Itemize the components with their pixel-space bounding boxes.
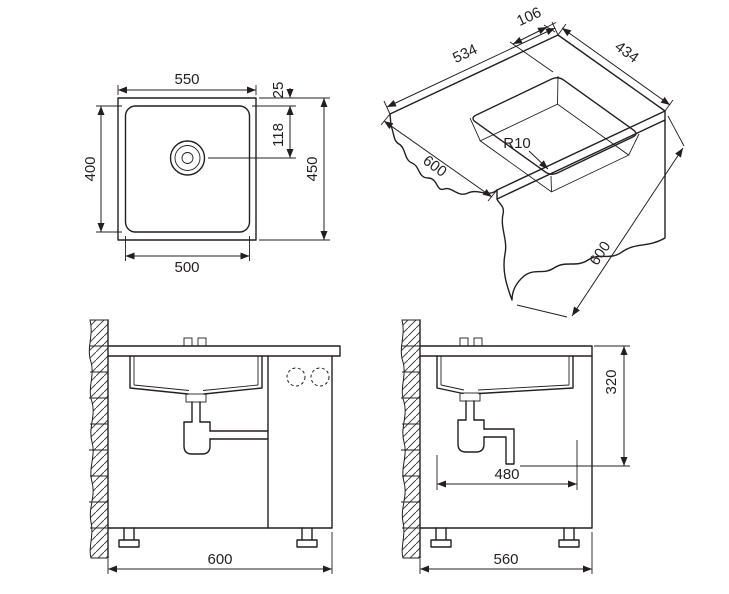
dim-overall-width: 550 xyxy=(117,71,257,95)
wall-hatch xyxy=(88,319,109,559)
dim-bowl-width-label: 500 xyxy=(174,259,199,276)
worktop-section xyxy=(107,345,341,357)
sink-basin-section xyxy=(129,355,263,403)
dim-bowl-height-label: 400 xyxy=(82,156,99,181)
dim-install-height: 320 xyxy=(520,345,630,467)
wall-hatch-2 xyxy=(400,319,421,559)
top-view: 550 25 118 450 400 500 xyxy=(82,71,330,276)
dim-overall-height: 450 xyxy=(259,97,330,241)
dim-corner-radius-label: R10 xyxy=(503,135,531,152)
dim-corner-radius: R10 xyxy=(503,135,549,170)
front-section-view: 600 xyxy=(88,319,341,574)
dim-install-height-label: 320 xyxy=(603,369,620,394)
drain-trap-2 xyxy=(457,400,515,465)
wall-courses-2 xyxy=(401,345,420,529)
dim-cutout-width-label: 434 xyxy=(612,38,642,66)
dim-cutout-length-label: 534 xyxy=(450,41,480,67)
dim-side-cabinet-width: 560 xyxy=(419,532,593,574)
dim-inner-width: 480 xyxy=(436,440,578,490)
sink-basin-section-2 xyxy=(436,355,574,402)
dim-overall-width-label: 550 xyxy=(174,71,199,88)
sink-outer-rect xyxy=(117,97,257,241)
knob-positions xyxy=(286,367,330,387)
dim-edge-offset-label: 106 xyxy=(514,4,544,30)
isometric-view: R10 106 534 434 600 600 xyxy=(380,4,685,318)
dim-front-cabinet-width: 600 xyxy=(107,532,333,574)
dim-bowl-width: 500 xyxy=(125,236,250,276)
sink-bowl-outline xyxy=(124,105,251,233)
drain-trap xyxy=(183,401,269,455)
sink-fittings xyxy=(183,337,207,347)
cabinet-feet xyxy=(118,527,318,548)
dim-drain-offset-label: 118 xyxy=(270,123,287,147)
dim-inner-width-label: 480 xyxy=(494,466,519,483)
dim-rim-top-label: 25 xyxy=(270,82,287,99)
dim-side-cabinet-width-label: 560 xyxy=(493,551,518,568)
cabinet-feet-2 xyxy=(430,527,580,548)
dim-rim-top: 25 xyxy=(252,82,296,116)
sink-fittings-2 xyxy=(459,337,483,347)
sink-cutout-outline xyxy=(472,77,637,175)
worktop-section-2 xyxy=(419,345,593,357)
worktop-thickness-edges xyxy=(496,110,666,200)
dim-front-cabinet-width-label: 600 xyxy=(207,551,232,568)
dim-overall-height-label: 450 xyxy=(304,156,321,181)
drain xyxy=(169,140,206,176)
side-section-view: 320 480 560 xyxy=(400,319,630,574)
dim-bowl-height: 400 xyxy=(82,105,122,233)
wall-courses xyxy=(89,345,108,529)
dim-drain-offset: 118 xyxy=(208,106,296,159)
